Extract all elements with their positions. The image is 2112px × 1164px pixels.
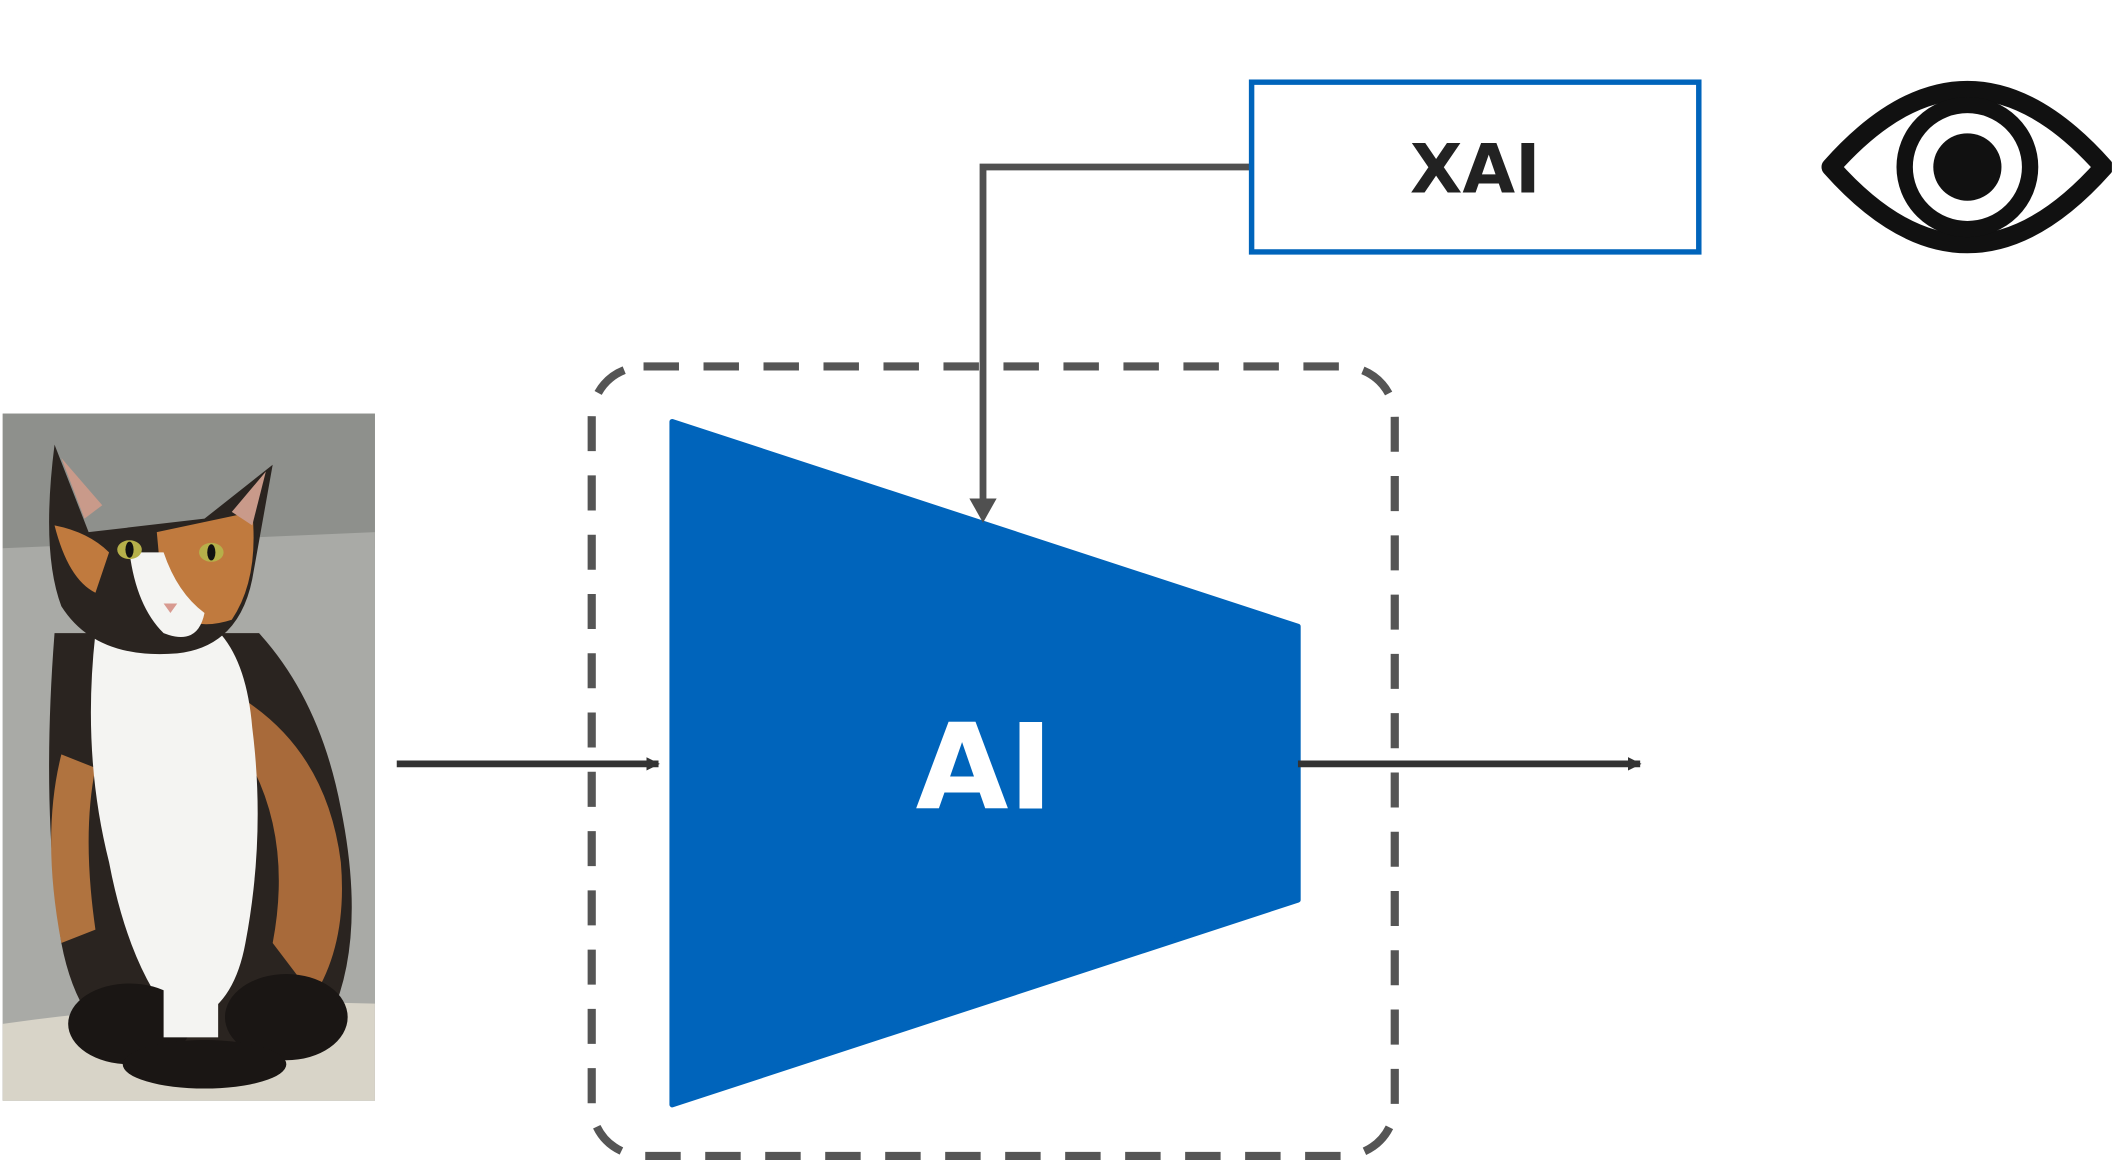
eye-icon xyxy=(1821,80,2112,254)
xai-label: XAI xyxy=(1410,130,1541,209)
xai-box xyxy=(1248,79,1702,255)
ai-model-block xyxy=(669,418,1301,1108)
cat-image xyxy=(2,413,375,1101)
xai-connector-arrow xyxy=(969,163,1252,523)
ai-label: AI xyxy=(916,699,1053,837)
